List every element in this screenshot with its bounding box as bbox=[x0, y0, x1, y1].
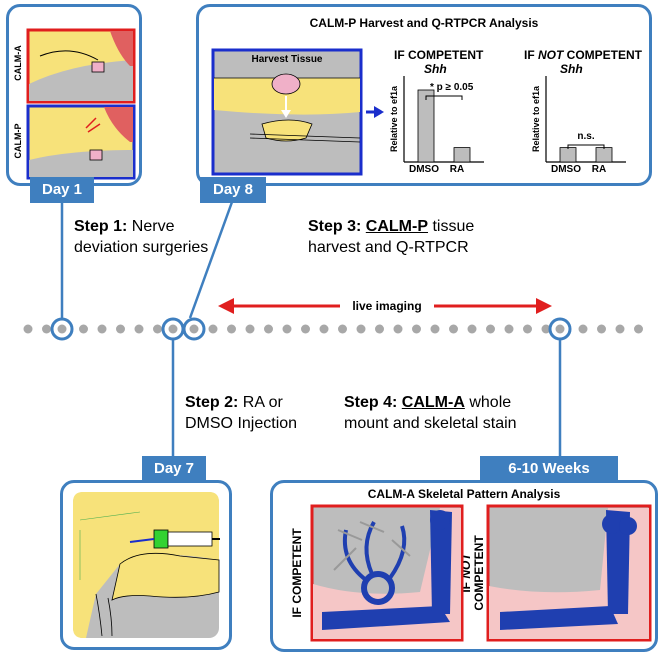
timeline-dot bbox=[227, 324, 236, 334]
timeline-dot bbox=[523, 324, 532, 334]
not-competent-header: IF NOT COMPETENT bbox=[524, 48, 648, 62]
not-competent-x-dmso: DMSO bbox=[551, 164, 581, 175]
day8-panel-title: CALM-P Harvest and Q-RTPCR Analysis bbox=[309, 16, 539, 30]
timeline-milestone-dot bbox=[168, 324, 178, 334]
timeline-dot bbox=[467, 324, 477, 334]
timeline-dot bbox=[634, 324, 643, 334]
step2-label: Step 2: bbox=[185, 394, 239, 411]
not-competent-header-suffix: COMPETENT bbox=[563, 48, 643, 62]
timeline-dot bbox=[356, 324, 366, 334]
step1-line2: deviation surgeries bbox=[74, 239, 209, 256]
competent-significance: * p ≥ 0.05 bbox=[430, 82, 474, 93]
timeline-dot bbox=[393, 324, 403, 334]
chart-not-competent bbox=[545, 76, 626, 163]
step1-line1: Nerve bbox=[127, 218, 175, 235]
step3-emph: CALM-P bbox=[365, 218, 429, 235]
bar-dmso bbox=[417, 89, 435, 163]
timeline-milestone-dot bbox=[189, 324, 199, 334]
timeline-dot bbox=[430, 324, 440, 334]
day1-tab: Day 1 bbox=[30, 177, 94, 203]
competent-x-dmso: DMSO bbox=[409, 164, 439, 175]
timeline-dot bbox=[597, 324, 606, 334]
leader-day8 bbox=[188, 201, 234, 319]
timeline-dot bbox=[134, 324, 144, 334]
calm-p-graft-icon bbox=[89, 149, 103, 161]
competent-gene: Shh bbox=[424, 62, 447, 76]
timeline-milestone-dot bbox=[57, 324, 67, 334]
timeline-dot bbox=[153, 324, 162, 334]
timeline-dot bbox=[449, 324, 458, 334]
timeline-dots bbox=[23, 317, 643, 341]
timeline-milestone-dot bbox=[555, 324, 565, 334]
step2-line2: DMSO Injection bbox=[185, 415, 298, 432]
step1-label: Step 1: bbox=[74, 218, 128, 235]
live-imaging-label: live imaging bbox=[340, 298, 434, 314]
calm-a-graft-icon bbox=[91, 61, 105, 73]
step4-line1: whole bbox=[464, 394, 512, 411]
weeks-panel-title: CALM-A Skeletal Pattern Analysis bbox=[367, 487, 561, 501]
timeline-dot bbox=[578, 324, 588, 334]
timeline-dot bbox=[301, 324, 310, 334]
step3-text: Step 3: CALM-P tissue harvest and Q-RTPC… bbox=[308, 216, 568, 258]
harvest-tissue-label: Harvest Tissue bbox=[251, 54, 323, 65]
timeline-dot bbox=[97, 324, 107, 334]
step4-line2: mount and skeletal stain bbox=[344, 415, 517, 432]
not-competent-header-prefix: IF bbox=[524, 48, 538, 62]
not-competent-header-not: NOT bbox=[538, 48, 564, 62]
step3-label: Step 3: bbox=[308, 218, 366, 235]
timeline-dot bbox=[504, 324, 514, 334]
chart-competent bbox=[403, 76, 484, 163]
timeline-dot bbox=[245, 324, 255, 334]
arrowhead-right bbox=[536, 298, 552, 314]
step4-emph: CALM-A bbox=[401, 394, 465, 411]
competent-x-ra: RA bbox=[449, 164, 465, 175]
not-competent-gene: Shh bbox=[560, 62, 583, 76]
timeline-dot bbox=[615, 324, 625, 334]
step1-text: Step 1: Nerve deviation surgeries bbox=[74, 216, 274, 258]
syringe-icon bbox=[129, 529, 220, 549]
bar-ra bbox=[453, 147, 471, 163]
timeline-dot bbox=[116, 324, 125, 334]
timeline-dot bbox=[23, 324, 33, 334]
step2-text: Step 2: RA or DMSO Injection bbox=[185, 392, 345, 434]
significance-bracket bbox=[425, 95, 463, 100]
not-competent-x-ra: RA bbox=[591, 164, 607, 175]
timeline-dot bbox=[264, 324, 273, 334]
timeline-dot bbox=[319, 324, 329, 334]
timeline-dot bbox=[412, 324, 421, 334]
step3-line2: harvest and Q-RTPCR bbox=[308, 239, 469, 256]
timeline-dot bbox=[208, 324, 218, 334]
timeline-dot bbox=[42, 324, 51, 334]
competent-header: IF COMPETENT bbox=[394, 48, 484, 62]
arrowhead-left bbox=[218, 298, 234, 314]
timeline-dot bbox=[541, 324, 551, 334]
day7-tab: Day 7 bbox=[142, 456, 206, 482]
timeline-dot bbox=[282, 324, 292, 334]
not-competent-significance: n.s. bbox=[577, 131, 595, 142]
weeks-tab: 6-10 Weeks bbox=[480, 456, 618, 482]
step3-line1: tissue bbox=[428, 218, 475, 235]
day8-tab: Day 8 bbox=[200, 177, 266, 203]
step4-text: Step 4: CALM-A whole mount and skeletal … bbox=[344, 392, 564, 434]
timeline-dot bbox=[338, 324, 347, 334]
timeline-dot bbox=[79, 324, 88, 334]
timeline-dot bbox=[486, 324, 495, 334]
significance-bracket bbox=[567, 144, 605, 149]
timeline-dot bbox=[375, 324, 384, 334]
step2-line1: RA or bbox=[238, 394, 283, 411]
step4-label: Step 4: bbox=[344, 394, 402, 411]
